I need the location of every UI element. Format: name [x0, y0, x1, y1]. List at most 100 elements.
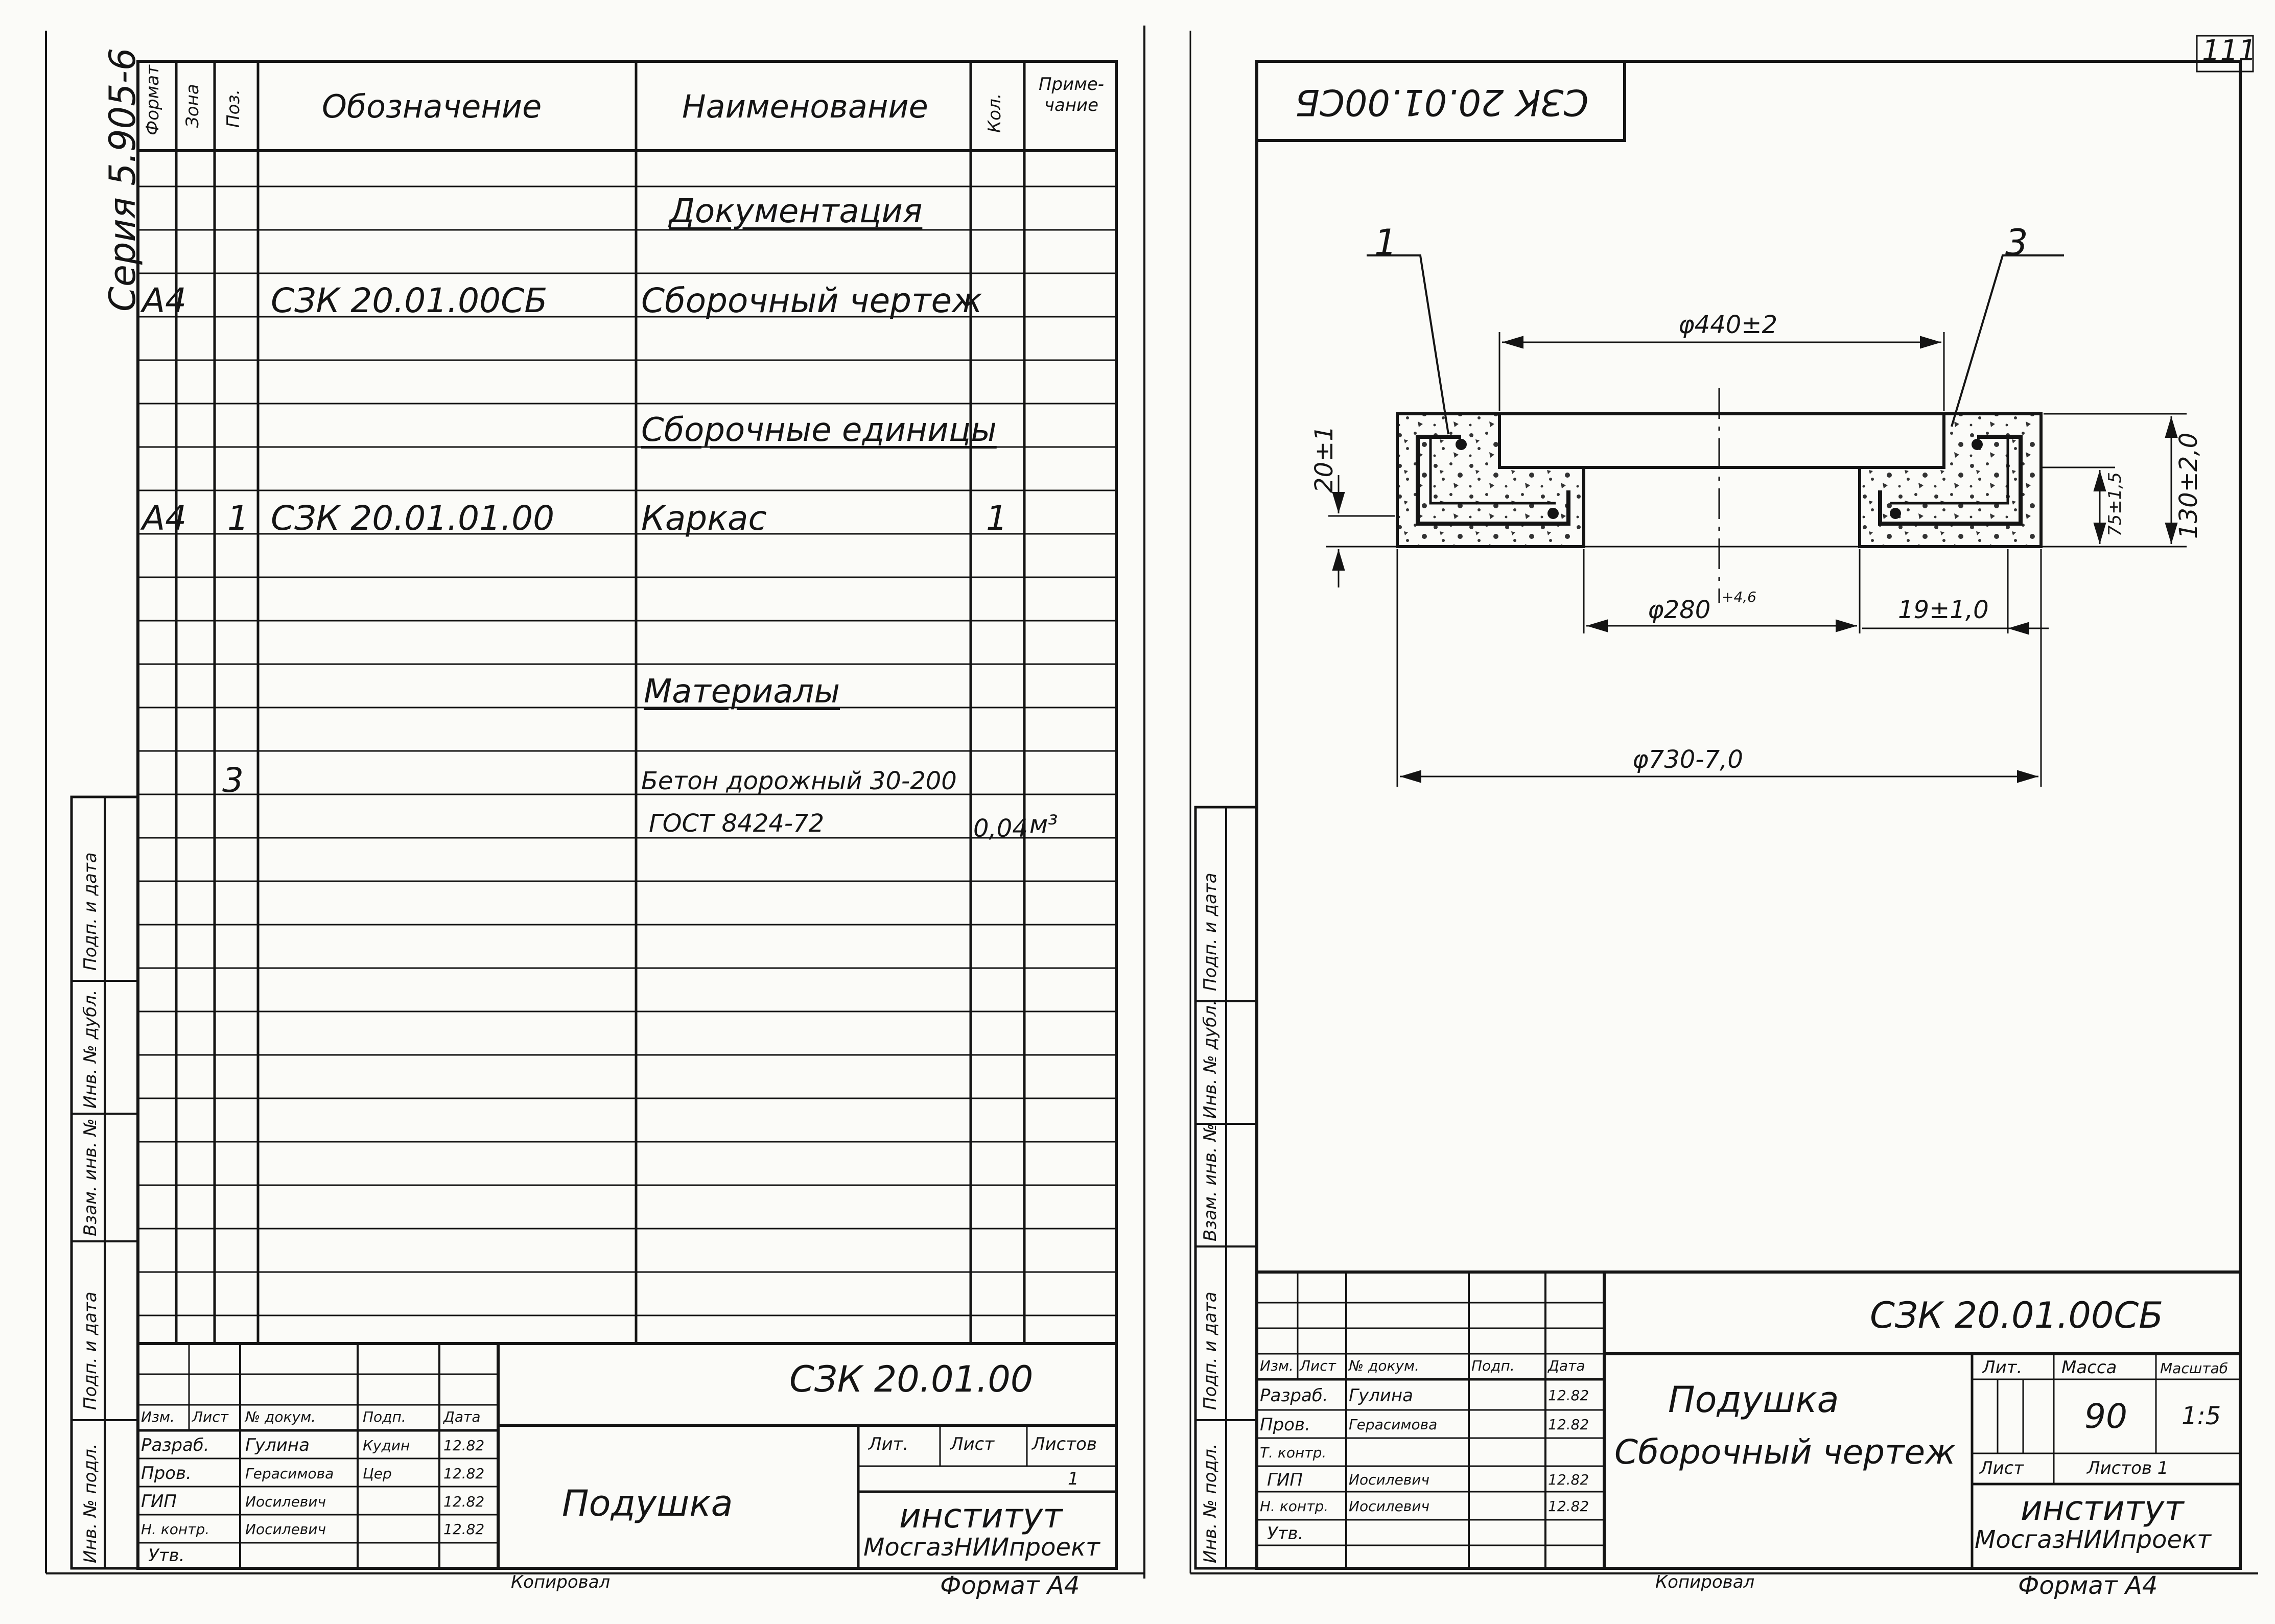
- row2-designation: СЗК 20.01.01.00: [271, 499, 555, 538]
- rtb-scale: Масштаб: [2160, 1360, 2229, 1377]
- row2-format: А4: [142, 499, 187, 538]
- left-title: Подушка: [562, 1482, 733, 1524]
- row4-qty: 0,04: [973, 814, 1028, 843]
- ltb-lit: Лит.: [869, 1434, 909, 1454]
- row2-qty: 1: [986, 499, 1007, 538]
- row4-name: ГОСТ 8424-72: [649, 809, 825, 838]
- row3-name: Бетон дорожный 30-200: [641, 767, 957, 795]
- col-header-note: Приме- чание: [1038, 74, 1105, 115]
- col-header-format: Формат: [143, 65, 163, 135]
- ltb-sign-0: Кудин: [363, 1437, 410, 1454]
- ltb-role-4: Утв.: [148, 1545, 185, 1566]
- col-header-zone: Зона: [182, 84, 203, 128]
- col-header-pos: Поз.: [223, 89, 244, 128]
- rtb-name-0: Гулина: [1349, 1385, 1413, 1406]
- row2-pos: 1: [227, 499, 249, 538]
- rtb-name-4: Иосилевич: [1349, 1498, 1430, 1515]
- rtb-role-2: Т. контр.: [1260, 1444, 1327, 1461]
- rtb-role-3: ГИП: [1267, 1470, 1303, 1490]
- ltb-name-2: Иосилевич: [245, 1493, 326, 1510]
- page-number: 111: [2202, 34, 2257, 67]
- ltb-org-2: МосгазНИИпроект: [863, 1533, 1100, 1562]
- section-documentation: Документация: [669, 193, 923, 230]
- col-header-qty: Кол.: [984, 93, 1005, 133]
- ltb-name-3: Иосилевич: [245, 1521, 326, 1538]
- ltb-hdr-data: Дата: [443, 1408, 481, 1425]
- dim-75: 75±1,5: [2105, 472, 2125, 536]
- series-label: Серия 5.905-6: [102, 48, 144, 312]
- rtb-date-4: 12.82: [1548, 1498, 1589, 1515]
- rtb-format: Формат А4: [2018, 1571, 2158, 1600]
- rtb-lit: Лит.: [1982, 1357, 2023, 1378]
- ltb-sheet: Лист: [950, 1434, 995, 1454]
- rtb-date-1: 12.82: [1548, 1416, 1589, 1433]
- section-assembly-units: Сборочные единицы: [641, 411, 997, 449]
- dim-130: 130±2,0: [2174, 432, 2203, 539]
- rtb-role-0: Разраб.: [1260, 1385, 1328, 1406]
- rtb-hdr-podp: Подп.: [1471, 1357, 1515, 1374]
- rtb-name-3: Иосилевич: [1349, 1471, 1430, 1488]
- callout-3: 3: [2005, 222, 2028, 264]
- ltb-org-1: институт: [899, 1496, 1063, 1536]
- dim-280-tol: +4,6: [1722, 589, 1756, 605]
- rtb-role-1: Пров.: [1260, 1415, 1310, 1435]
- dim-20: 20±1: [1310, 426, 1339, 493]
- ltb-hdr-doc: № докум.: [245, 1408, 316, 1425]
- ltb-role-0: Разраб.: [141, 1435, 209, 1455]
- dim-19: 19±1,0: [1898, 596, 1989, 624]
- rtb-role-4: Н. контр.: [1260, 1498, 1329, 1515]
- col-header-name: Наименование: [682, 88, 928, 125]
- ltb-date-1: 12.82: [443, 1465, 485, 1482]
- rtb-org-1: институт: [2021, 1489, 2184, 1528]
- rtb-date-3: 12.82: [1548, 1471, 1589, 1488]
- rtb-date-0: 12.82: [1548, 1387, 1589, 1404]
- row3-pos: 3: [222, 761, 244, 800]
- dim-730: φ730-7,0: [1632, 745, 1743, 774]
- ltb-role-3: Н. контр.: [141, 1521, 210, 1538]
- ltb-sign-1: Цер: [363, 1465, 392, 1482]
- section-materials: Материалы: [644, 673, 840, 711]
- right-subtitle: Сборочный чертеж: [1614, 1432, 1956, 1472]
- rtb-copied: Копировал: [1655, 1572, 1755, 1592]
- stamp-podp-data: Подп. и дата: [80, 852, 101, 971]
- right-title: Подушка: [1668, 1379, 1839, 1421]
- row1-designation: СЗК 20.01.00СБ: [271, 281, 548, 320]
- ltb-name-1: Герасимова: [245, 1465, 334, 1482]
- row1-format: А4: [142, 281, 187, 320]
- rtb-hdr-data: Дата: [1548, 1357, 1585, 1374]
- rtb-sheet: Лист: [1980, 1458, 2024, 1478]
- rtb-hdr-list: Лист: [1300, 1357, 1336, 1374]
- row4-note: м³: [1029, 810, 1058, 839]
- rtb-mass: Масса: [2061, 1357, 2117, 1378]
- ltb-date-3: 12.82: [443, 1521, 485, 1538]
- callout-1: 1: [1374, 222, 1397, 264]
- ltb-hdr-podp: Подп.: [363, 1408, 406, 1425]
- ltb-copied: Копировал: [511, 1572, 611, 1592]
- section-drawing: [1326, 254, 2187, 787]
- rtb-mass-value: 90: [2084, 1397, 2127, 1436]
- ltb-role-2: ГИП: [141, 1491, 177, 1512]
- stamp-inv-podl: Инв. № подл.: [80, 1443, 101, 1563]
- ltb-date-0: 12.82: [443, 1437, 485, 1454]
- rtb-hdr-izm: Изм.: [1260, 1357, 1294, 1374]
- ltb-sheets: Листов: [1032, 1434, 1097, 1454]
- ltb-hdr-izm: Изм.: [141, 1408, 175, 1425]
- left-doc-code: СЗК 20.01.00: [789, 1358, 1034, 1400]
- ltb-date-2: 12.82: [443, 1493, 485, 1510]
- rtb-org-2: МосгазНИИпроект: [1975, 1525, 2211, 1554]
- row2-name: Каркас: [641, 499, 767, 538]
- ltb-role-1: Пров.: [141, 1463, 192, 1484]
- rstamp-inv-dubl: Инв. № дубл.: [1200, 1000, 1221, 1119]
- stamp-vzam-inv: Взам. инв. №: [80, 1118, 101, 1236]
- stamp-podp-data-2: Подп. и дата: [80, 1291, 101, 1410]
- ltb-sheets-value: 1: [1068, 1469, 1079, 1489]
- ltb-hdr-list: Лист: [192, 1408, 228, 1425]
- stamp-inv-dubl: Инв. № дубл.: [80, 990, 101, 1109]
- rtb-sheets: Листов 1: [2087, 1458, 2169, 1478]
- drawing-header-code: СЗК 20.01.00СБ: [1295, 81, 1589, 123]
- rtb-name-1: Герасимова: [1349, 1416, 1438, 1433]
- rstamp-podp-data: Подп. и дата: [1200, 873, 1221, 991]
- rtb-hdr-doc: № докум.: [1349, 1357, 1420, 1374]
- right-doc-code: СЗК 20.01.00СБ: [1870, 1295, 2164, 1336]
- dim-280: φ280: [1648, 596, 1711, 624]
